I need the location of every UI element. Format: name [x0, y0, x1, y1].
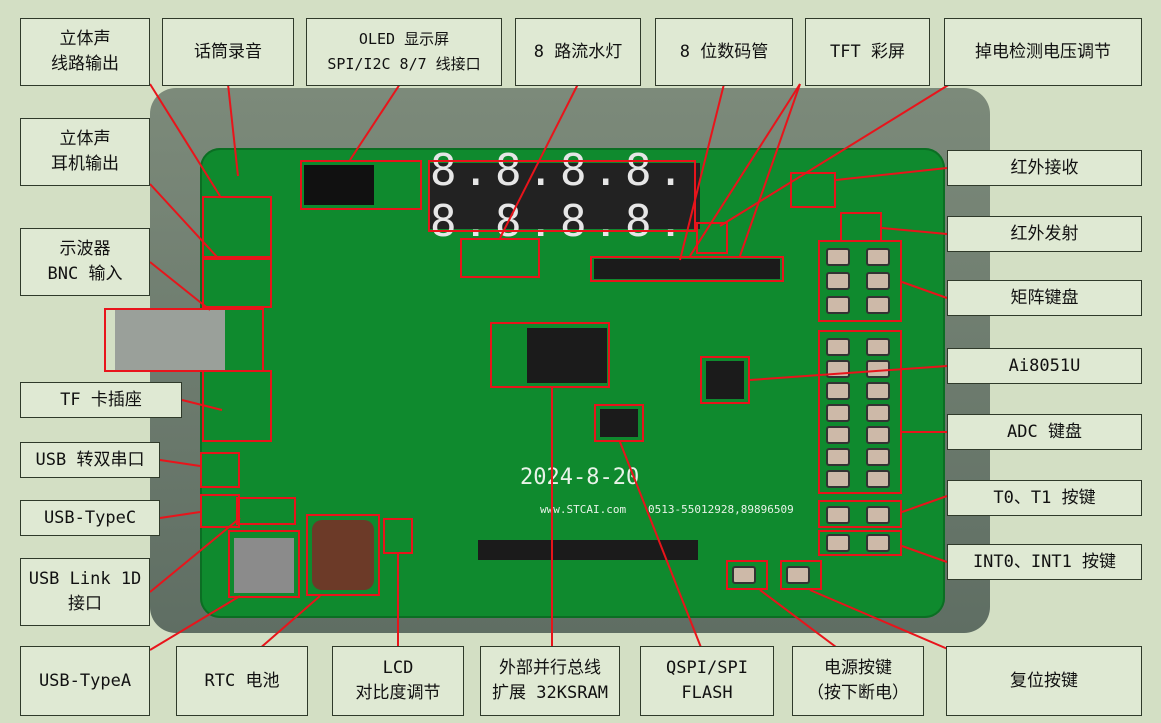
board-key: [866, 470, 890, 488]
hl-uart: [200, 452, 240, 488]
hl-rtc: [306, 514, 380, 596]
rtc-battery: [312, 520, 374, 590]
label-rtc-battery: RTC 电池: [176, 646, 308, 716]
label-usb-typec: USB-TypeC: [20, 500, 160, 536]
label-mic-record: 话筒录音: [162, 18, 294, 86]
board-key: [866, 506, 890, 524]
label-parallel-sram: 外部并行总线 扩展 32KSRAM: [480, 646, 620, 716]
hl-bnc: [104, 308, 264, 372]
hl-usblink: [236, 497, 296, 525]
board-key: [786, 566, 810, 584]
board-key: [866, 248, 890, 266]
hl-lcd: [383, 518, 413, 554]
label-usb-link: USB Link 1D 接口: [20, 558, 150, 626]
tft-header: [594, 259, 780, 279]
hl-line-out: [202, 196, 272, 258]
bus-header: [478, 540, 698, 560]
board-key: [866, 360, 890, 378]
hl-mcu: [700, 356, 750, 404]
hl-irrx: [790, 172, 836, 208]
label-led-8: 8 路流水灯: [515, 18, 641, 86]
board-key: [826, 248, 850, 266]
label-qspi-flash: QSPI/SPI FLASH: [640, 646, 774, 716]
board-site: www.STCAI.com: [540, 503, 627, 516]
board-key: [866, 382, 890, 400]
hl-reset: [780, 560, 822, 590]
label-usb-typea: USB-TypeA: [20, 646, 150, 716]
label-brownout: 掉电检测电压调节: [944, 18, 1142, 86]
board-key: [866, 534, 890, 552]
label-lcd-contrast: LCD 对比度调节: [332, 646, 464, 716]
mcu-chip: [706, 361, 744, 399]
board-key: [866, 296, 890, 314]
label-oled: OLED 显示屏 SPI/I2C 8/7 线接口: [306, 18, 502, 86]
usb-a-port: [234, 538, 294, 593]
label-headphone-out: 立体声 耳机输出: [20, 118, 150, 186]
board-key: [826, 296, 850, 314]
board-key: [826, 448, 850, 466]
hl-flash: [594, 404, 644, 442]
board-key: [826, 506, 850, 524]
label-bnc: 示波器 BNC 输入: [20, 228, 150, 296]
board-key: [826, 426, 850, 444]
board-key: [866, 338, 890, 356]
label-ai8051u: Ai8051U: [947, 348, 1142, 384]
board-key: [866, 404, 890, 422]
flash-chip: [600, 409, 638, 437]
label-usb-dual-uart: USB 转双串口: [20, 442, 160, 478]
hl-headphone: [202, 258, 272, 308]
board-key: [826, 534, 850, 552]
label-reset-key: 复位按键: [946, 646, 1142, 716]
board-key: [826, 470, 850, 488]
label-tft: TFT 彩屏: [805, 18, 930, 86]
sram-chip: [527, 328, 607, 383]
label-adc-keypad: ADC 键盘: [947, 414, 1142, 450]
board-key: [866, 448, 890, 466]
hl-power: [726, 560, 768, 590]
label-int0-int1: INT0、INT1 按键: [947, 544, 1142, 580]
hl-sram: [490, 322, 610, 388]
hl-typec: [200, 494, 240, 528]
label-ir-tx: 红外发射: [947, 216, 1142, 252]
label-tf-slot: TF 卡插座: [20, 382, 182, 418]
label-matrix-keypad: 矩阵键盘: [947, 280, 1142, 316]
hl-adc: [818, 330, 902, 494]
label-t0-t1: T0、T1 按键: [947, 480, 1142, 516]
hl-tft: [590, 256, 784, 282]
board-key: [866, 272, 890, 290]
label-seg-8: 8 位数码管: [655, 18, 793, 86]
oled-header: [304, 165, 374, 205]
board-key: [826, 272, 850, 290]
hl-typea: [228, 530, 300, 598]
hl-led: [460, 238, 540, 278]
board-key: [826, 382, 850, 400]
board-date: 2024-8-20: [520, 465, 640, 490]
label-power-key: 电源按键 （按下断电）: [792, 646, 924, 716]
hl-oled: [300, 160, 422, 210]
board-key: [826, 404, 850, 422]
board-key: [826, 338, 850, 356]
label-ir-rx: 红外接收: [947, 150, 1142, 186]
hl-matrix: [818, 240, 902, 322]
board-key: [866, 426, 890, 444]
label-stereo-line-out: 立体声 线路输出: [20, 18, 150, 86]
board-phone: 0513-55012928,89896509: [648, 503, 794, 516]
hl-t0t1: [818, 500, 902, 528]
board-key: [732, 566, 756, 584]
bnc-connector: [115, 310, 225, 370]
hl-int: [818, 530, 902, 556]
